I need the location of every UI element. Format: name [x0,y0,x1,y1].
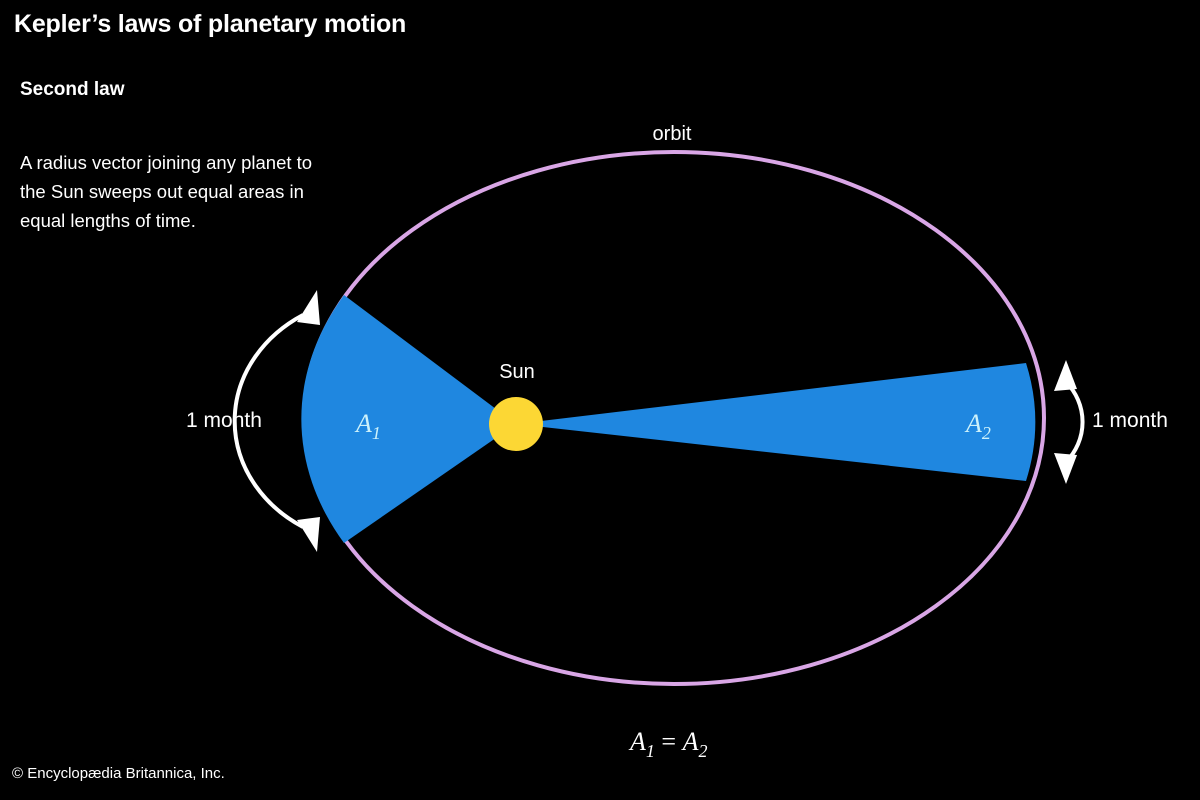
area-2-letter: A [964,409,982,438]
equation-right-subscript: 2 [698,741,707,761]
area-1-letter: A [354,409,372,438]
sun-label: Sun [499,361,535,383]
equation-right-letter: A [681,727,699,756]
right-month-label: 1 month [1092,409,1168,432]
left-arrow-arc [232,313,304,529]
right-arrow-head-bottom [1054,453,1077,484]
area-1-label: A1 [354,409,381,443]
equation-left-subscript: 1 [646,741,655,761]
area-2-subscript: 2 [982,423,991,443]
equation-operator: = [655,727,683,756]
law-description: A radius vector joining any planet to th… [20,152,313,231]
area-1-subscript: 1 [372,423,381,443]
orbit-label: orbit [653,123,692,145]
equation-label: A1 = A2 [628,727,707,761]
right-arrow-arc [1064,380,1085,464]
left-month-label: 1 month [186,409,262,432]
copyright-credit: © Encyclopædia Britannica, Inc. [12,765,225,782]
section-subtitle: Second law [20,79,125,100]
left-month-arrow [232,290,320,552]
equation-left-letter: A [628,727,646,756]
right-month-arrow [1054,360,1085,484]
sector-area-2 [516,363,1036,481]
page-title: Kepler’s laws of planetary motion [14,10,407,38]
area-2-label: A2 [964,409,991,443]
right-arrow-head-top [1054,360,1077,391]
left-arrow-head-bottom [297,517,320,552]
left-arrow-head-top [297,290,320,325]
sun-circle [489,397,543,451]
sector-area-1 [301,295,516,543]
